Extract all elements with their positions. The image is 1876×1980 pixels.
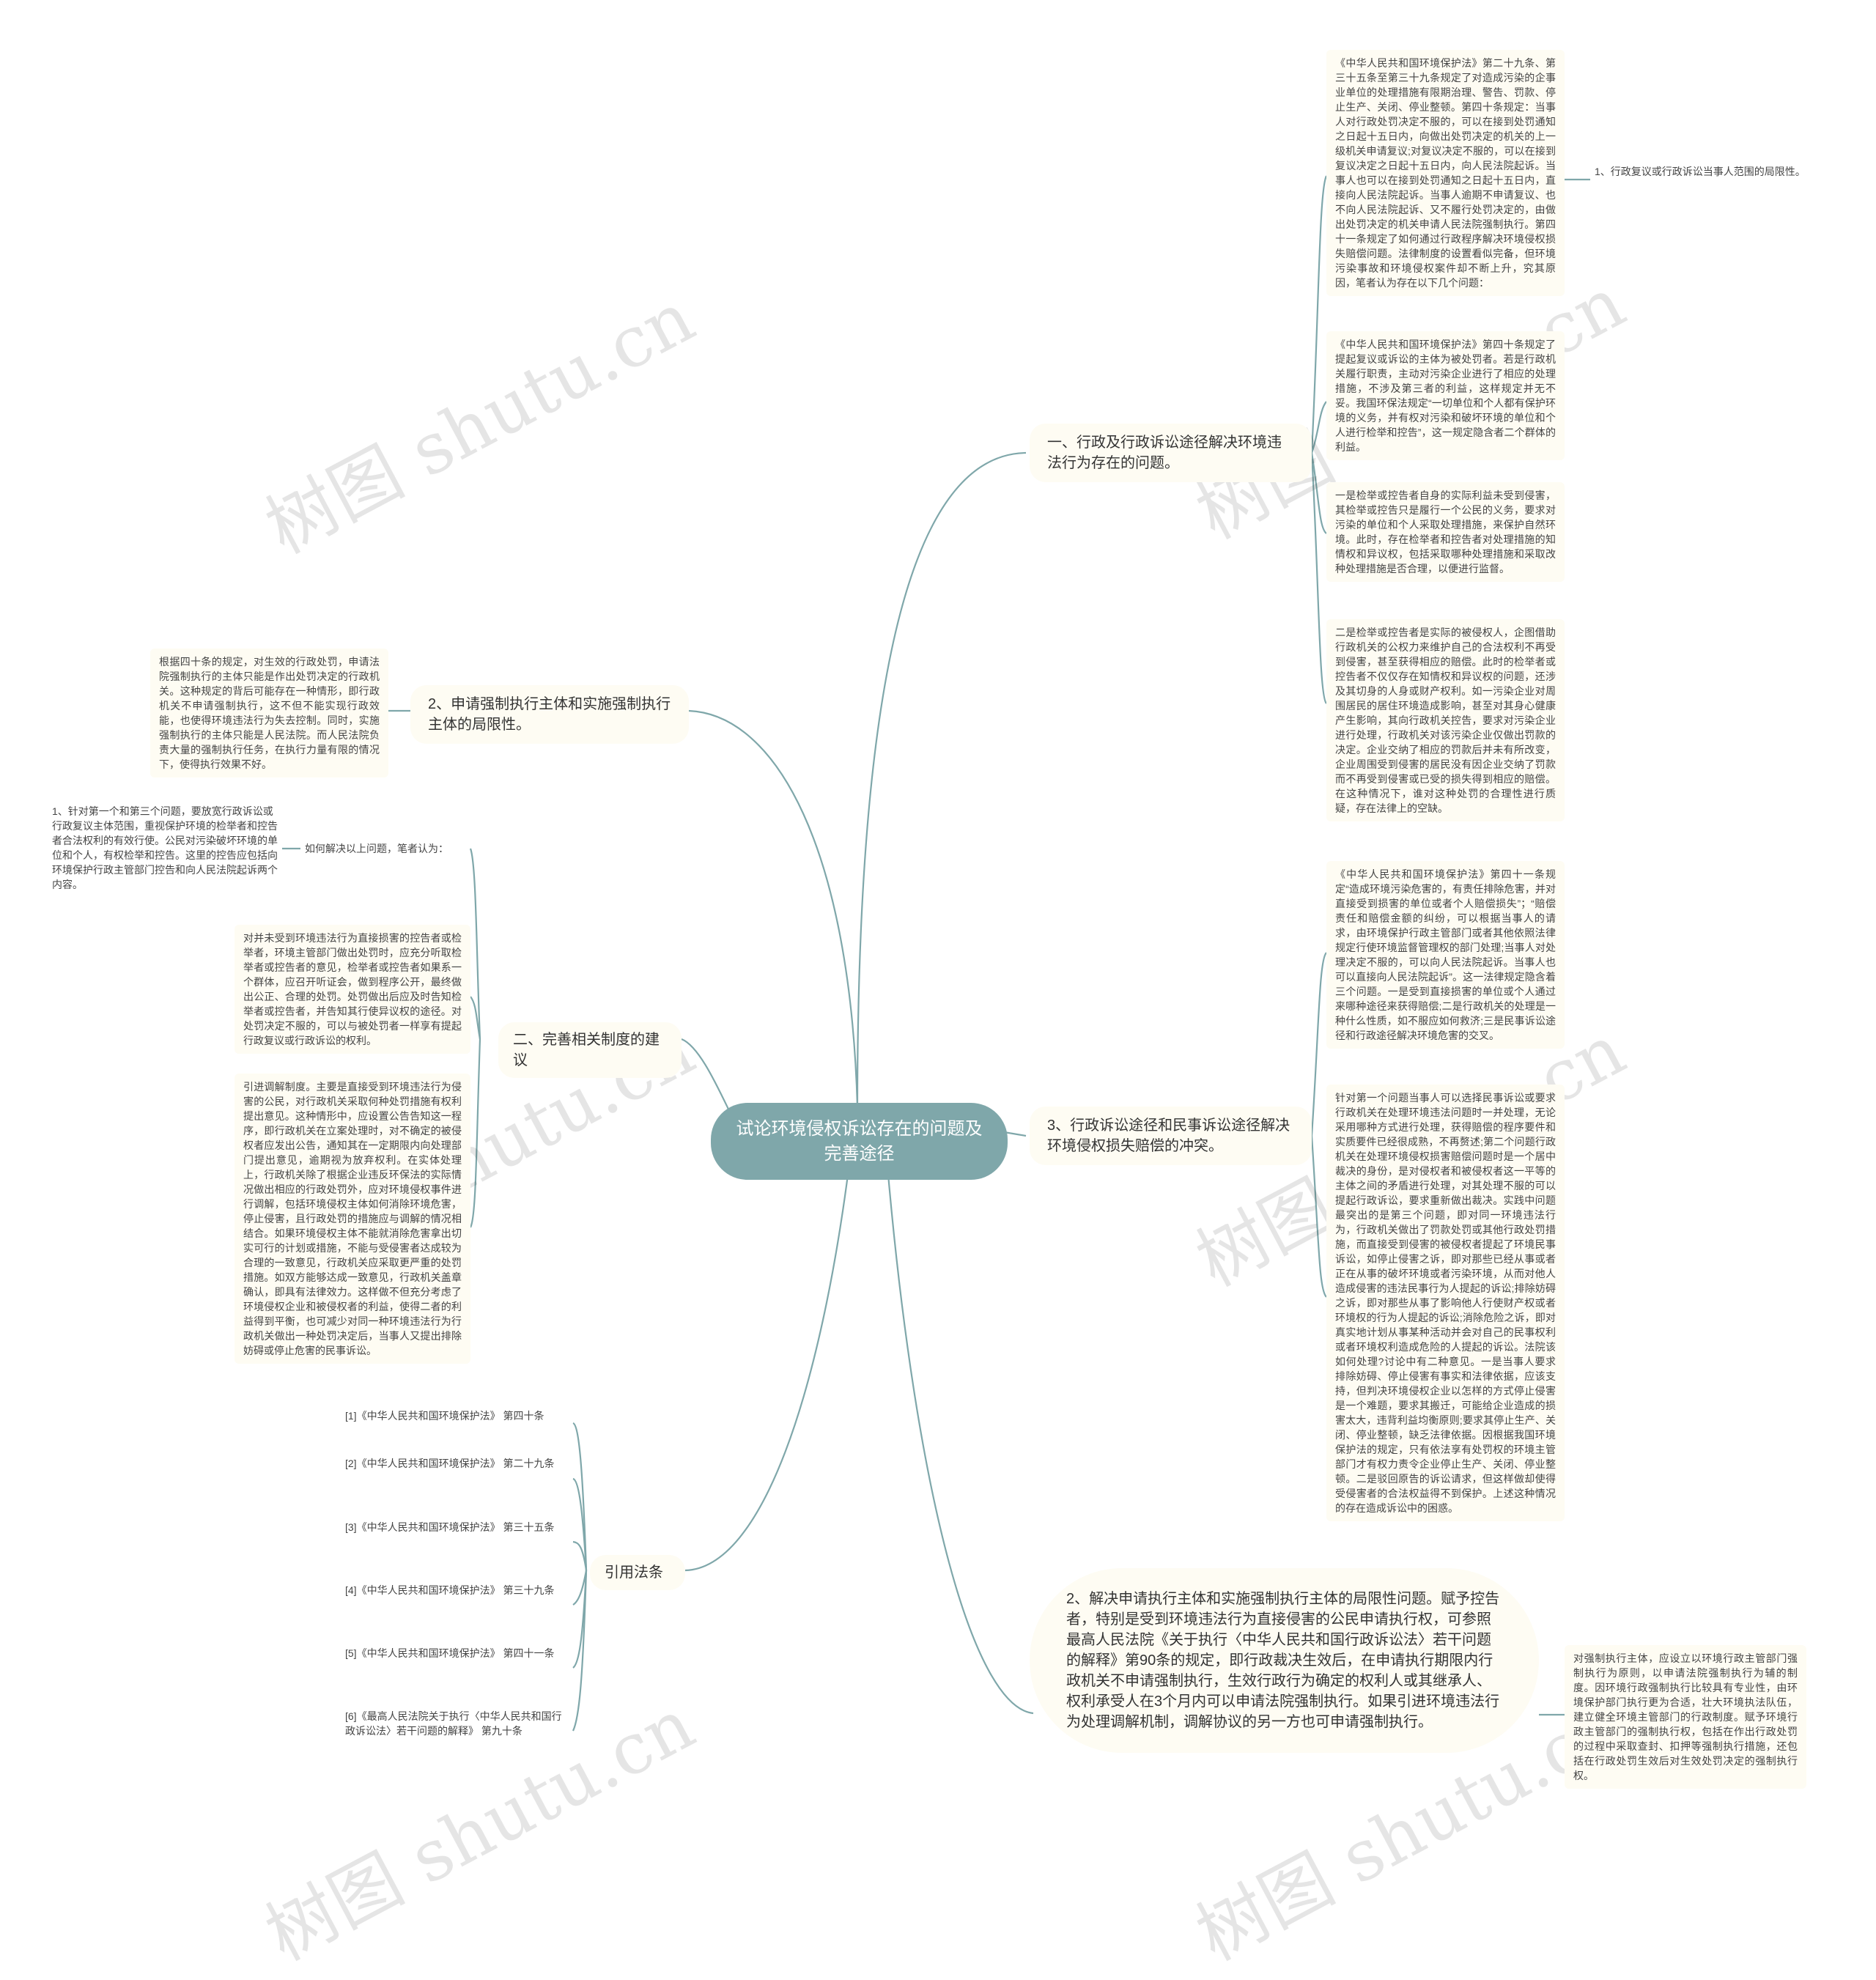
- ref-text: [5]《中华人民共和国环境保护法》 第四十一条: [345, 1647, 555, 1659]
- branch-node-solve-enforcement[interactable]: 2、解决申请执行主体和实施强制执行主体的局限性问题。赋予控告者，特别是受到环境违…: [1030, 1568, 1539, 1753]
- ref-item[interactable]: [5]《中华人民共和国环境保护法》 第四十一条: [341, 1644, 573, 1662]
- ref-text: [1]《中华人民共和国环境保护法》 第四十条: [345, 1410, 544, 1422]
- link-b4-leaf1: [470, 996, 481, 1040]
- link-b4-leaf2: [469, 1038, 481, 1228]
- link-b5-ref2: [572, 1477, 588, 1571]
- link-root-b5: [684, 1157, 852, 1572]
- leaf-text: 《中华人民共和国环境保护法》第二十九条、第三十五条至第三十九条规定了对造成污染的…: [1335, 57, 1556, 289]
- link-b5-ref6: [572, 1570, 588, 1732]
- branch-label: 二、完善相关制度的建议: [513, 1032, 660, 1068]
- root-topic-label: 试论环境侵权诉讼存在的问题及完善途径: [736, 1118, 983, 1164]
- sub-node-label: 如何解决以上问题，笔者认为：: [305, 843, 448, 854]
- link-b1-leaf2: [1310, 401, 1327, 454]
- branch-node-admin-issues[interactable]: 一、行政及行政诉讼途径解决环境违法行为存在的问题。: [1030, 424, 1312, 482]
- leaf-text: 根据四十条的规定，对生效的行政处罚，申请法院强制执行的主体只能是作出处罚决定的行…: [159, 656, 380, 770]
- branch-label: 3、行政诉讼途径和民事诉讼途径解决环境侵权损失赔偿的冲突。: [1047, 1118, 1290, 1154]
- leaf-node-mediation[interactable]: 引进调解制度。主要是直接受到环境违法行为侵害的公民，对行政机关采取何种处罚措施有…: [234, 1074, 470, 1364]
- branch-node-litigation-conflict[interactable]: 3、行政诉讼途径和民事诉讼途径解决环境侵权损失赔偿的冲突。: [1030, 1107, 1312, 1165]
- branch-node-cited-laws[interactable]: 引用法条: [590, 1555, 685, 1590]
- leaf-text: 针对第一个问题当事人可以选择民事诉讼或要求行政机关在处理环境违法问题时一并处理，…: [1335, 1092, 1556, 1514]
- link-root-bbig: [885, 1157, 1034, 1715]
- ref-item[interactable]: [2]《中华人民共和国环境保护法》 第二十九条: [341, 1455, 573, 1472]
- branch-label: 2、解决申请执行主体和实施强制执行主体的局限性问题。赋予控告者，特别是受到环境违…: [1066, 1591, 1500, 1730]
- ref-item[interactable]: [6]《最高人民法院关于执行〈中华人民共和国行政诉讼法〉若干问题的解释》 第九十…: [341, 1707, 573, 1740]
- leaf-node-article-40-enforcement[interactable]: 根据四十条的规定，对生效的行政处罚，申请法院强制执行的主体只能是作出处罚决定的行…: [150, 649, 388, 777]
- leaf-node-victim-informant[interactable]: 二是检举或控告者是实际的被侵权人，企图借助行政机关的公权力来维护自己的合法权利不…: [1326, 619, 1565, 821]
- link-root-b2: [688, 709, 859, 1107]
- leaf-text: 1、针对第一个和第三个问题，要放宽行政诉讼或行政复议主体范围，重视保护环境的检举…: [52, 805, 278, 890]
- link-b1-leaf1: [1310, 175, 1328, 454]
- root-topic[interactable]: 试论环境侵权诉讼存在的问题及完善途径: [711, 1103, 1008, 1180]
- leaf-node-hearing-procedure[interactable]: 对并未受到环境违法行为直接损害的控告者或检举者，环境主管部门做出处罚时，应充分听…: [234, 925, 470, 1054]
- ref-text: [2]《中华人民共和国环境保护法》 第二十九条: [345, 1458, 555, 1469]
- branch-node-suggestions[interactable]: 二、完善相关制度的建议: [498, 1022, 682, 1078]
- branch-label: 一、行政及行政诉讼途径解决环境违法行为存在的问题。: [1047, 435, 1282, 471]
- link-b5-ref3: [572, 1540, 588, 1571]
- leaf-text: 《中华人民共和国环境保护法》第四十一条规定“造成环境污染危害的，有责任排除危害，…: [1335, 868, 1556, 1041]
- branch-label: 引用法条: [605, 1565, 663, 1581]
- leaf-text: 对强制执行主体，应设立以环境行政主管部门强制执行为原则，以申请法院强制执行为辅的…: [1573, 1652, 1798, 1781]
- link-b4-sub: [469, 848, 481, 1040]
- link-b1-leaf4: [1310, 452, 1327, 704]
- leaf-text: 对并未受到环境违法行为直接损害的控告者或检举者，环境主管部门做出处罚时，应充分听…: [243, 932, 462, 1046]
- link-b3-leaf1: [1310, 952, 1327, 1137]
- branch-node-enforcement-limit[interactable]: 2、申请强制执行主体和实施强制执行主体的局限性。: [410, 685, 689, 744]
- leaf-node-informant-interest[interactable]: 一是检举或控告者自身的实际利益未受到侵害，其检举或控告只是履行一个公民的义务，要…: [1326, 482, 1565, 582]
- leaf-node-law-articles[interactable]: 《中华人民共和国环境保护法》第二十九条、第三十五条至第三十九条规定了对造成污染的…: [1326, 50, 1565, 296]
- ref-item[interactable]: [3]《中华人民共和国环境保护法》 第三十五条: [341, 1518, 573, 1536]
- ref-item[interactable]: [4]《中华人民共和国环境保护法》 第三十九条: [341, 1581, 573, 1599]
- ref-text: [6]《最高人民法院关于执行〈中华人民共和国行政诉讼法〉若干问题的解释》 第九十…: [345, 1710, 562, 1737]
- leaf-text: 引进调解制度。主要是直接受到环境违法行为侵害的公民，对行政机关采取何种处罚措施有…: [243, 1081, 462, 1356]
- leaf-node-scope-limit[interactable]: 1、行政复议或行政诉讼当事人范围的局限性。: [1590, 163, 1825, 180]
- leaf-node-three-issues[interactable]: 针对第一个问题当事人可以选择民事诉讼或要求行政机关在处理环境违法问题时一并处理，…: [1326, 1085, 1565, 1521]
- ref-text: [3]《中华人民共和国环境保护法》 第三十五条: [345, 1521, 555, 1533]
- link-b1-leaf3: [1310, 452, 1327, 534]
- link-root-b1: [856, 451, 1027, 1107]
- branch-label: 2、申请强制执行主体和实施强制执行主体的局限性。: [428, 696, 671, 733]
- link-b3-leaf2: [1310, 1135, 1327, 1298]
- leaf-node-article-41[interactable]: 《中华人民共和国环境保护法》第四十一条规定“造成环境污染危害的，有责任排除危害，…: [1326, 861, 1565, 1049]
- leaf-node-enforcement-subject[interactable]: 对强制执行主体，应设立以环境行政主管部门强制执行为原则，以申请法院强制执行为辅的…: [1565, 1645, 1806, 1789]
- leaf-node-expand-scope[interactable]: 1、针对第一个和第三个问题，要放宽行政诉讼或行政复议主体范围，重视保护环境的检举…: [48, 802, 282, 893]
- ref-text: [4]《中华人民共和国环境保护法》 第三十九条: [345, 1584, 555, 1596]
- connector-lines: [282, 175, 1590, 1732]
- leaf-text: 二是检举或控告者是实际的被侵权人，企图借助行政机关的公权力来维护自己的合法权利不…: [1335, 627, 1556, 814]
- sub-node-how-to-solve[interactable]: 如何解决以上问题，笔者认为：: [300, 840, 470, 857]
- leaf-text: 《中华人民共和国环境保护法》第四十条规定了提起复议或诉讼的主体为被处罚者。若是行…: [1335, 339, 1556, 453]
- ref-item[interactable]: [1]《中华人民共和国环境保护法》 第四十条: [341, 1407, 573, 1425]
- link-b5-ref1: [572, 1422, 588, 1571]
- leaf-text: 1、行政复议或行政诉讼当事人范围的局限性。: [1595, 166, 1806, 177]
- leaf-text: 一是检举或控告者自身的实际利益未受到侵害，其检举或控告只是履行一个公民的义务，要…: [1335, 490, 1556, 575]
- leaf-node-article-40[interactable]: 《中华人民共和国环境保护法》第四十条规定了提起复议或诉讼的主体为被处罚者。若是行…: [1326, 331, 1565, 460]
